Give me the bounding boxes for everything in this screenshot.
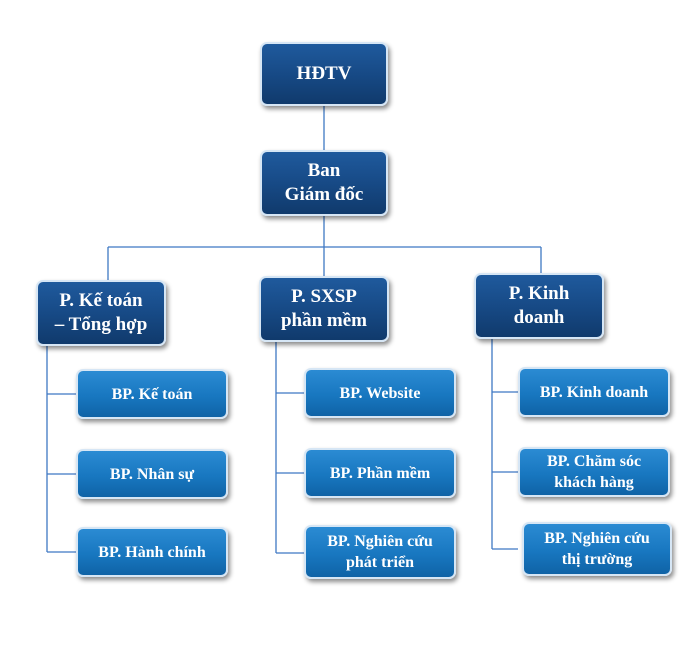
node-unit: BP. Chăm sóc khách hàng (518, 447, 670, 497)
node-unit: BP. Phần mềm (304, 448, 456, 498)
department-label: P. SXSP phần mềm (280, 286, 368, 331)
unit-label: BP. Nghiên cứu phát triển (327, 533, 433, 571)
unit-label: BP. Phần mềm (329, 464, 431, 482)
node-ban-giam-doc: Ban Giám đốc (260, 150, 388, 216)
unit-label: BP. Kinh doanh (539, 383, 649, 401)
node-unit: BP. Kế toán (76, 369, 228, 419)
unit-label: BP. Nhân sự (109, 465, 195, 483)
node-unit: BP. Nghiên cứu phát triển (304, 525, 456, 579)
node-unit: BP. Hành chính (76, 527, 228, 577)
node-hdtv-label: HĐTV (296, 63, 352, 84)
node-department: P. SXSP phần mềm (259, 276, 389, 342)
department-label: P. Kế toán – Tổng hợp (54, 290, 148, 335)
node-unit: BP. Nghiên cứu thị trường (522, 522, 672, 576)
unit-label: BP. Kế toán (111, 385, 193, 403)
unit-label: BP. Hành chính (98, 543, 206, 561)
unit-label: BP. Nghiên cứu thị trường (544, 530, 650, 568)
node-unit: BP. Nhân sự (76, 449, 228, 499)
unit-label: BP. Chăm sóc khách hàng (546, 453, 642, 491)
node-ban-giam-doc-label: Ban Giám đốc (284, 160, 364, 205)
node-unit: BP. Website (304, 368, 456, 418)
department-label: P. Kinh doanh (508, 283, 570, 328)
node-department: P. Kinh doanh (474, 273, 604, 339)
node-department: P. Kế toán – Tổng hợp (36, 280, 166, 346)
node-unit: BP. Kinh doanh (518, 367, 670, 417)
node-hdtv: HĐTV (260, 42, 388, 106)
unit-label: BP. Website (339, 384, 421, 402)
